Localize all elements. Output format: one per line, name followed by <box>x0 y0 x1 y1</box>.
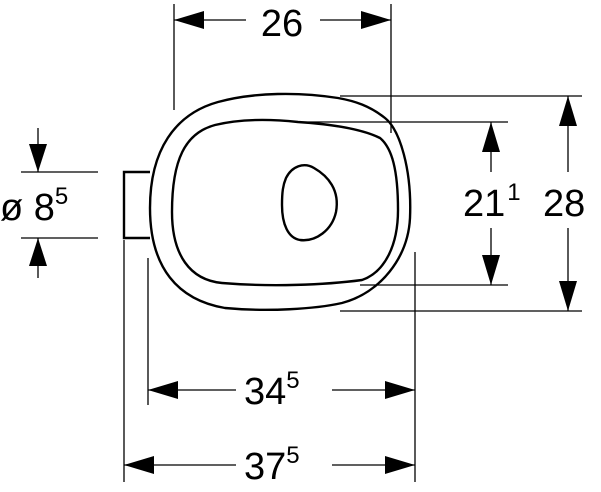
arrowhead-down <box>29 144 47 172</box>
arrowhead-up <box>29 238 47 266</box>
dim-overall-length-value: 37 <box>244 446 286 488</box>
dimension-outlet-diameter: ø 85 <box>0 128 68 278</box>
svg-text:26: 26 <box>261 3 303 45</box>
svg-text:28: 28 <box>543 183 585 225</box>
arrowhead-down <box>482 255 500 285</box>
dimension-inner-height: 211 <box>463 122 521 285</box>
dimension-inner-length: 345 <box>148 367 415 413</box>
arrowhead-left <box>124 456 154 474</box>
toilet-plan-view <box>122 92 412 311</box>
extension-lines <box>21 4 582 482</box>
arrowhead-up <box>482 122 500 152</box>
arrowhead-left <box>174 11 204 29</box>
arrowhead-right <box>385 381 415 399</box>
drain-opening <box>280 164 338 242</box>
dim-outlet-diameter-sup: 5 <box>55 183 68 210</box>
arrowhead-right <box>361 11 391 29</box>
outlet-stub <box>122 170 150 240</box>
arrowhead-left <box>148 381 178 399</box>
dim-outlet-diameter-value: ø 8 <box>0 187 55 229</box>
dimension-outer-height: 28 <box>543 96 585 311</box>
svg-text:ø 85: ø 85 <box>0 183 68 229</box>
svg-text:345: 345 <box>244 367 300 413</box>
svg-text:375: 375 <box>244 442 300 488</box>
dim-overall-length-sup: 5 <box>286 442 299 469</box>
dim-outer-height-value: 28 <box>543 183 585 225</box>
dimension-top-width: 26 <box>174 0 391 45</box>
outer-rim-outline <box>148 92 412 311</box>
arrowhead-down <box>559 281 577 311</box>
svg-text:211: 211 <box>463 179 521 225</box>
inner-bowl-outline <box>170 118 400 287</box>
dim-inner-length-value: 34 <box>244 371 286 413</box>
dimension-overall-length: 375 <box>124 442 415 488</box>
dim-top-width-value: 26 <box>261 3 303 45</box>
dim-inner-height-sup: 1 <box>507 179 520 206</box>
arrowhead-up <box>559 96 577 126</box>
dim-inner-length-sup: 5 <box>286 367 299 394</box>
dim-inner-height-value: 21 <box>463 183 505 225</box>
arrowhead-right <box>385 456 415 474</box>
